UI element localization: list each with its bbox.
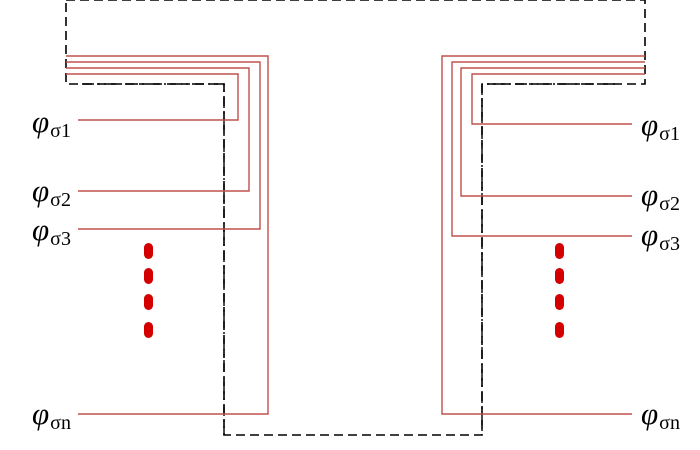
left-label-sigma-2: φσ2 [32, 173, 71, 210]
left-label-sigma-3: φσ3 [32, 212, 71, 249]
right-label-sigma-3: φσ3 [641, 217, 680, 254]
dashed-outline [65, 0, 646, 436]
phi-symbol: φ [32, 104, 50, 139]
label-subscript: σ1 [50, 120, 71, 142]
left-flux-lines [66, 55, 269, 415]
ellipsis-dot [555, 268, 564, 284]
ellipsis-dot [144, 322, 153, 338]
label-subscript: σ3 [50, 228, 71, 250]
right-flux-line-n [441, 55, 645, 415]
phi-symbol: φ [641, 396, 659, 431]
ellipsis-dot [144, 268, 153, 284]
right-flux-lines [441, 55, 645, 415]
phi-symbol: φ [641, 107, 659, 142]
right-label-sigma-n: φσn [641, 396, 680, 433]
right-label-sigma-1: φσ1 [641, 107, 680, 144]
right-flux-line-2 [460, 67, 645, 197]
left-flux-line-3 [66, 61, 261, 230]
right-flux-line-3 [451, 61, 645, 237]
phi-symbol: φ [641, 217, 659, 252]
left-label-sigma-1: φσ1 [32, 104, 71, 141]
ellipsis-dot [555, 294, 564, 310]
label-subscript: σn [50, 412, 71, 434]
right-label-sigma-2: φσ2 [641, 177, 680, 214]
left-flux-line-n [66, 55, 269, 415]
phi-symbol: φ [32, 396, 50, 431]
label-subscript: σ3 [659, 233, 680, 255]
ellipsis-dot [555, 243, 564, 259]
phi-symbol: φ [641, 177, 659, 212]
dashdot-guide-right [481, 83, 615, 435]
right-flux-line-1 [471, 73, 645, 125]
label-subscript: σ2 [659, 193, 680, 215]
label-subscript: σ2 [50, 189, 71, 211]
label-subscript: σ1 [659, 123, 680, 145]
ellipsis-dot [144, 294, 153, 310]
left-ellipsis [144, 243, 153, 338]
ellipsis-dot [144, 243, 153, 259]
left-flux-line-2 [66, 67, 250, 192]
right-ellipsis [555, 243, 564, 338]
left-flux-line-1 [66, 73, 239, 121]
ellipsis-dot [555, 322, 564, 338]
label-subscript: σn [659, 412, 680, 434]
phi-symbol: φ [32, 173, 50, 208]
dashdot-guide-left [82, 83, 225, 435]
left-label-sigma-n: φσn [32, 396, 71, 433]
phi-symbol: φ [32, 212, 50, 247]
